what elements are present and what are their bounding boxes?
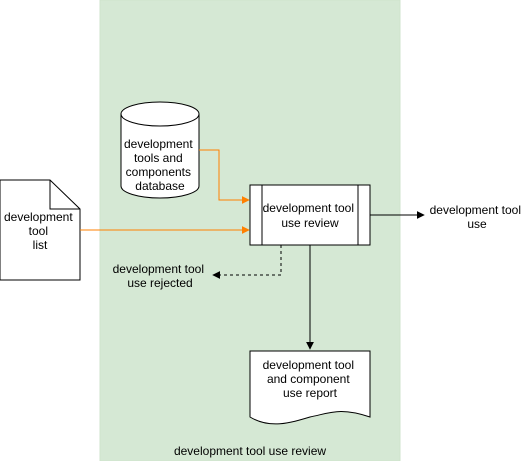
input-document-label-line: development: [4, 210, 73, 224]
report-document[interactable]: development tool and component use repor…: [249, 350, 371, 425]
report-document-shape: [249, 350, 371, 425]
output-use-label-line: development tool: [430, 203, 521, 217]
report-document-label-line: use report: [283, 386, 338, 400]
database-label-line: development: [124, 137, 193, 151]
report-document-label-line: and component: [267, 372, 350, 386]
input-document-label-line: tool: [29, 224, 48, 238]
input-document[interactable]: development tool list: [0, 179, 81, 281]
output-rejected-label-line: use rejected: [127, 276, 192, 290]
input-document-fold: [49, 180, 80, 210]
swimlane-title: development tool use review: [174, 444, 326, 458]
output-use-label-line: use: [467, 217, 487, 231]
process-box-frame: [249, 184, 371, 246]
report-document-label: development tool and component use repor…: [263, 358, 358, 400]
database-label-line: tools and: [134, 151, 183, 165]
process-box[interactable]: development tool use review: [249, 184, 371, 246]
database-label-line: database: [135, 179, 185, 193]
input-document-label: development tool list: [4, 210, 76, 252]
database-body: [120, 114, 200, 199]
input-document-label-line: list: [33, 238, 48, 252]
database-label: development tools and components databas…: [124, 137, 196, 193]
process-box-label: development tool use review: [263, 201, 358, 230]
input-document-page: [0, 179, 81, 281]
database-label-line: components: [126, 165, 191, 179]
process-box-label-line: development tool: [263, 201, 354, 215]
report-document-label-line: development tool: [263, 358, 354, 372]
process-box-label-line: use review: [281, 216, 339, 230]
output-use-label: development tool use: [430, 203, 525, 231]
database-cylinder[interactable]: development tools and components databas…: [120, 101, 200, 199]
output-rejected-label: development tool use rejected: [113, 262, 208, 290]
output-rejected-label-line: development tool: [113, 262, 204, 276]
process-to-rejected-arrow: [212, 245, 282, 279]
database-to-process-arrow: [199, 149, 250, 204]
database-top: [120, 101, 200, 127]
